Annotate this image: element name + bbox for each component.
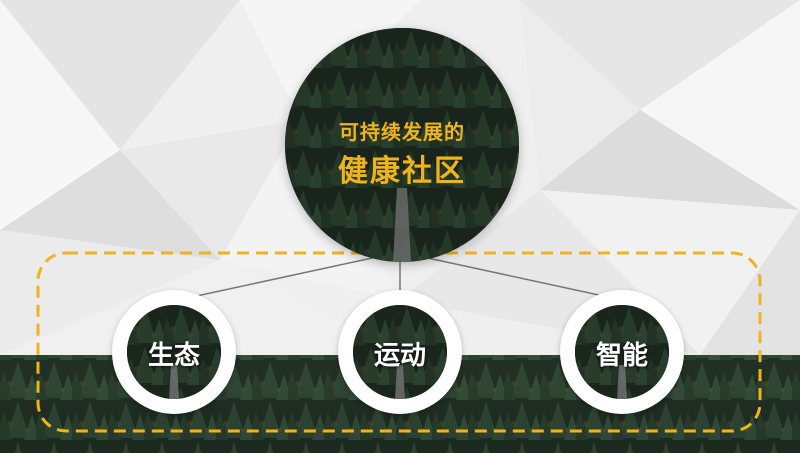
- child-label: 生态: [147, 341, 200, 371]
- root-node: 可持续发展的 健康社区: [285, 28, 519, 262]
- forest-texture: [285, 28, 519, 262]
- root-subtitle: 可持续发展的: [339, 120, 465, 144]
- forest-texture: [353, 305, 447, 399]
- child-label: 智能: [595, 341, 648, 371]
- child-node-ecology: 生态: [112, 290, 236, 414]
- forest-texture: [575, 305, 669, 399]
- child-node-image: 运动: [353, 305, 447, 399]
- child-node-image: 生态: [127, 305, 221, 399]
- child-node-image: 智能: [575, 305, 669, 399]
- forest-texture: [127, 305, 221, 399]
- root-title: 健康社区: [338, 154, 466, 189]
- child-node-sports: 运动: [338, 290, 462, 414]
- child-label: 运动: [373, 341, 426, 371]
- child-node-smart: 智能: [560, 290, 684, 414]
